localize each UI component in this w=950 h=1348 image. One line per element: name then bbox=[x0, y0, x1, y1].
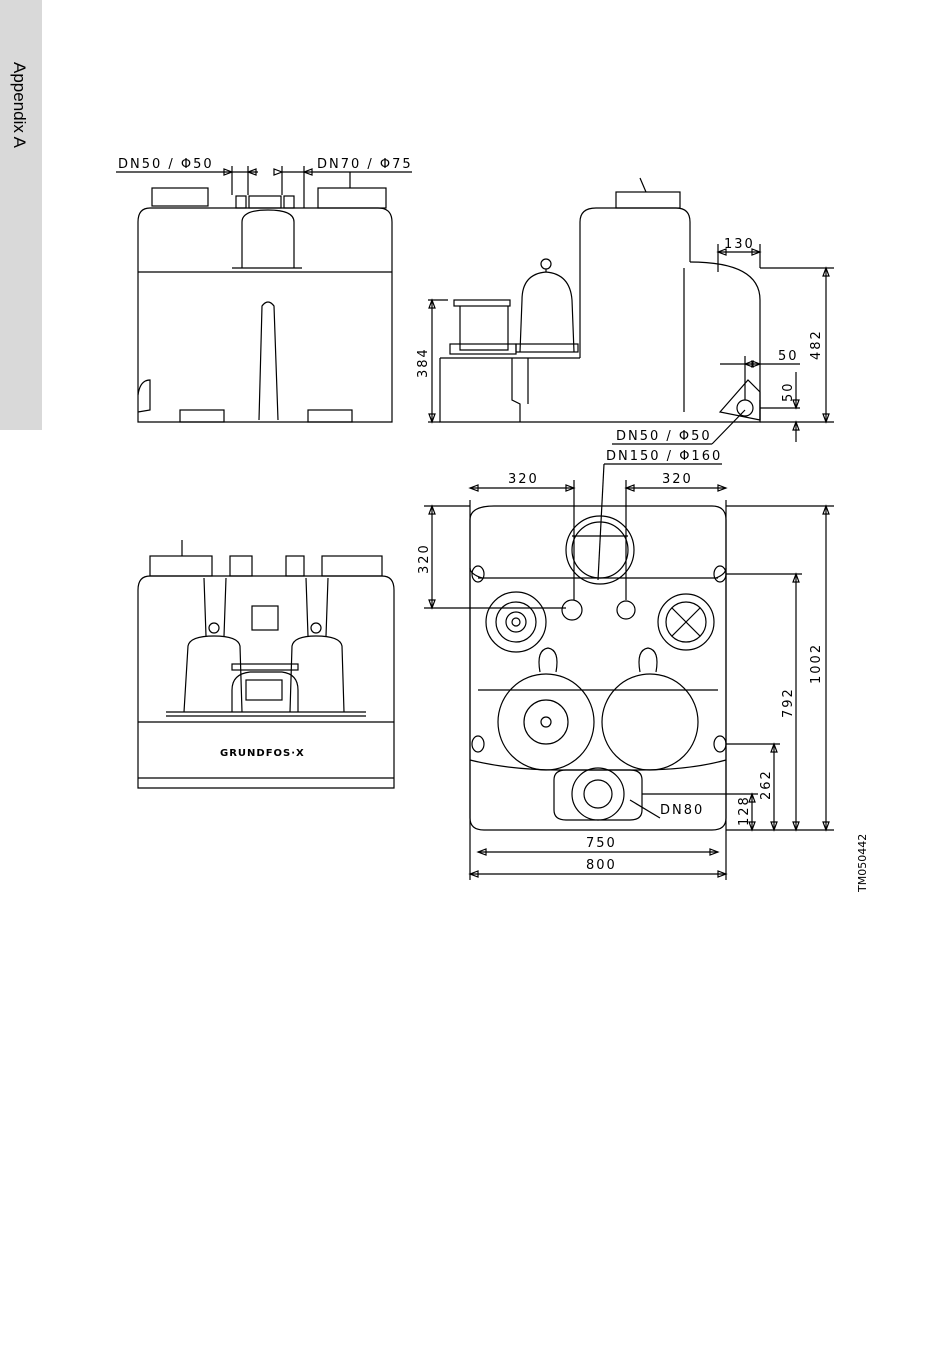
side-dim-482: 482 bbox=[809, 329, 824, 360]
top-dim-320-right: 320 bbox=[662, 472, 693, 487]
brand-logo: GRUNDFOS·X bbox=[220, 748, 305, 759]
side-dim-384: 384 bbox=[416, 347, 431, 378]
side-dim-50-b: 50 bbox=[781, 381, 796, 402]
front-inlet-left-label: DN50 / Φ50 bbox=[118, 157, 214, 172]
top-outlet-label: DN80 bbox=[660, 803, 704, 818]
side-view: 384 130 482 50 50 DN50 / Φ50 bbox=[416, 178, 834, 444]
top-dim-750: 750 bbox=[586, 836, 617, 851]
front-inlet-right-label: DN70 / Φ75 bbox=[317, 157, 413, 172]
top-dim-800: 800 bbox=[586, 858, 617, 873]
rear-view: GRUNDFOS·X bbox=[138, 540, 394, 788]
top-dim-262: 262 bbox=[759, 769, 774, 800]
top-dim-128: 128 bbox=[737, 795, 752, 826]
side-outlet-label: DN50 / Φ50 bbox=[616, 429, 712, 444]
top-view: 320 320 320 1002 792 262 bbox=[417, 449, 834, 880]
top-dim-320-vertical: 320 bbox=[417, 543, 432, 574]
front-view: DN50 / Φ50 DN70 / Φ75 bbox=[116, 157, 413, 422]
top-inlet-label: DN150 / Φ160 bbox=[606, 449, 722, 464]
top-dim-320-left: 320 bbox=[508, 472, 539, 487]
side-dim-50-a: 50 bbox=[778, 349, 799, 364]
side-dim-130: 130 bbox=[724, 237, 755, 252]
top-dim-1002: 1002 bbox=[809, 643, 824, 684]
top-dim-792: 792 bbox=[781, 687, 796, 718]
drawing-id: TM050442 bbox=[856, 834, 869, 893]
